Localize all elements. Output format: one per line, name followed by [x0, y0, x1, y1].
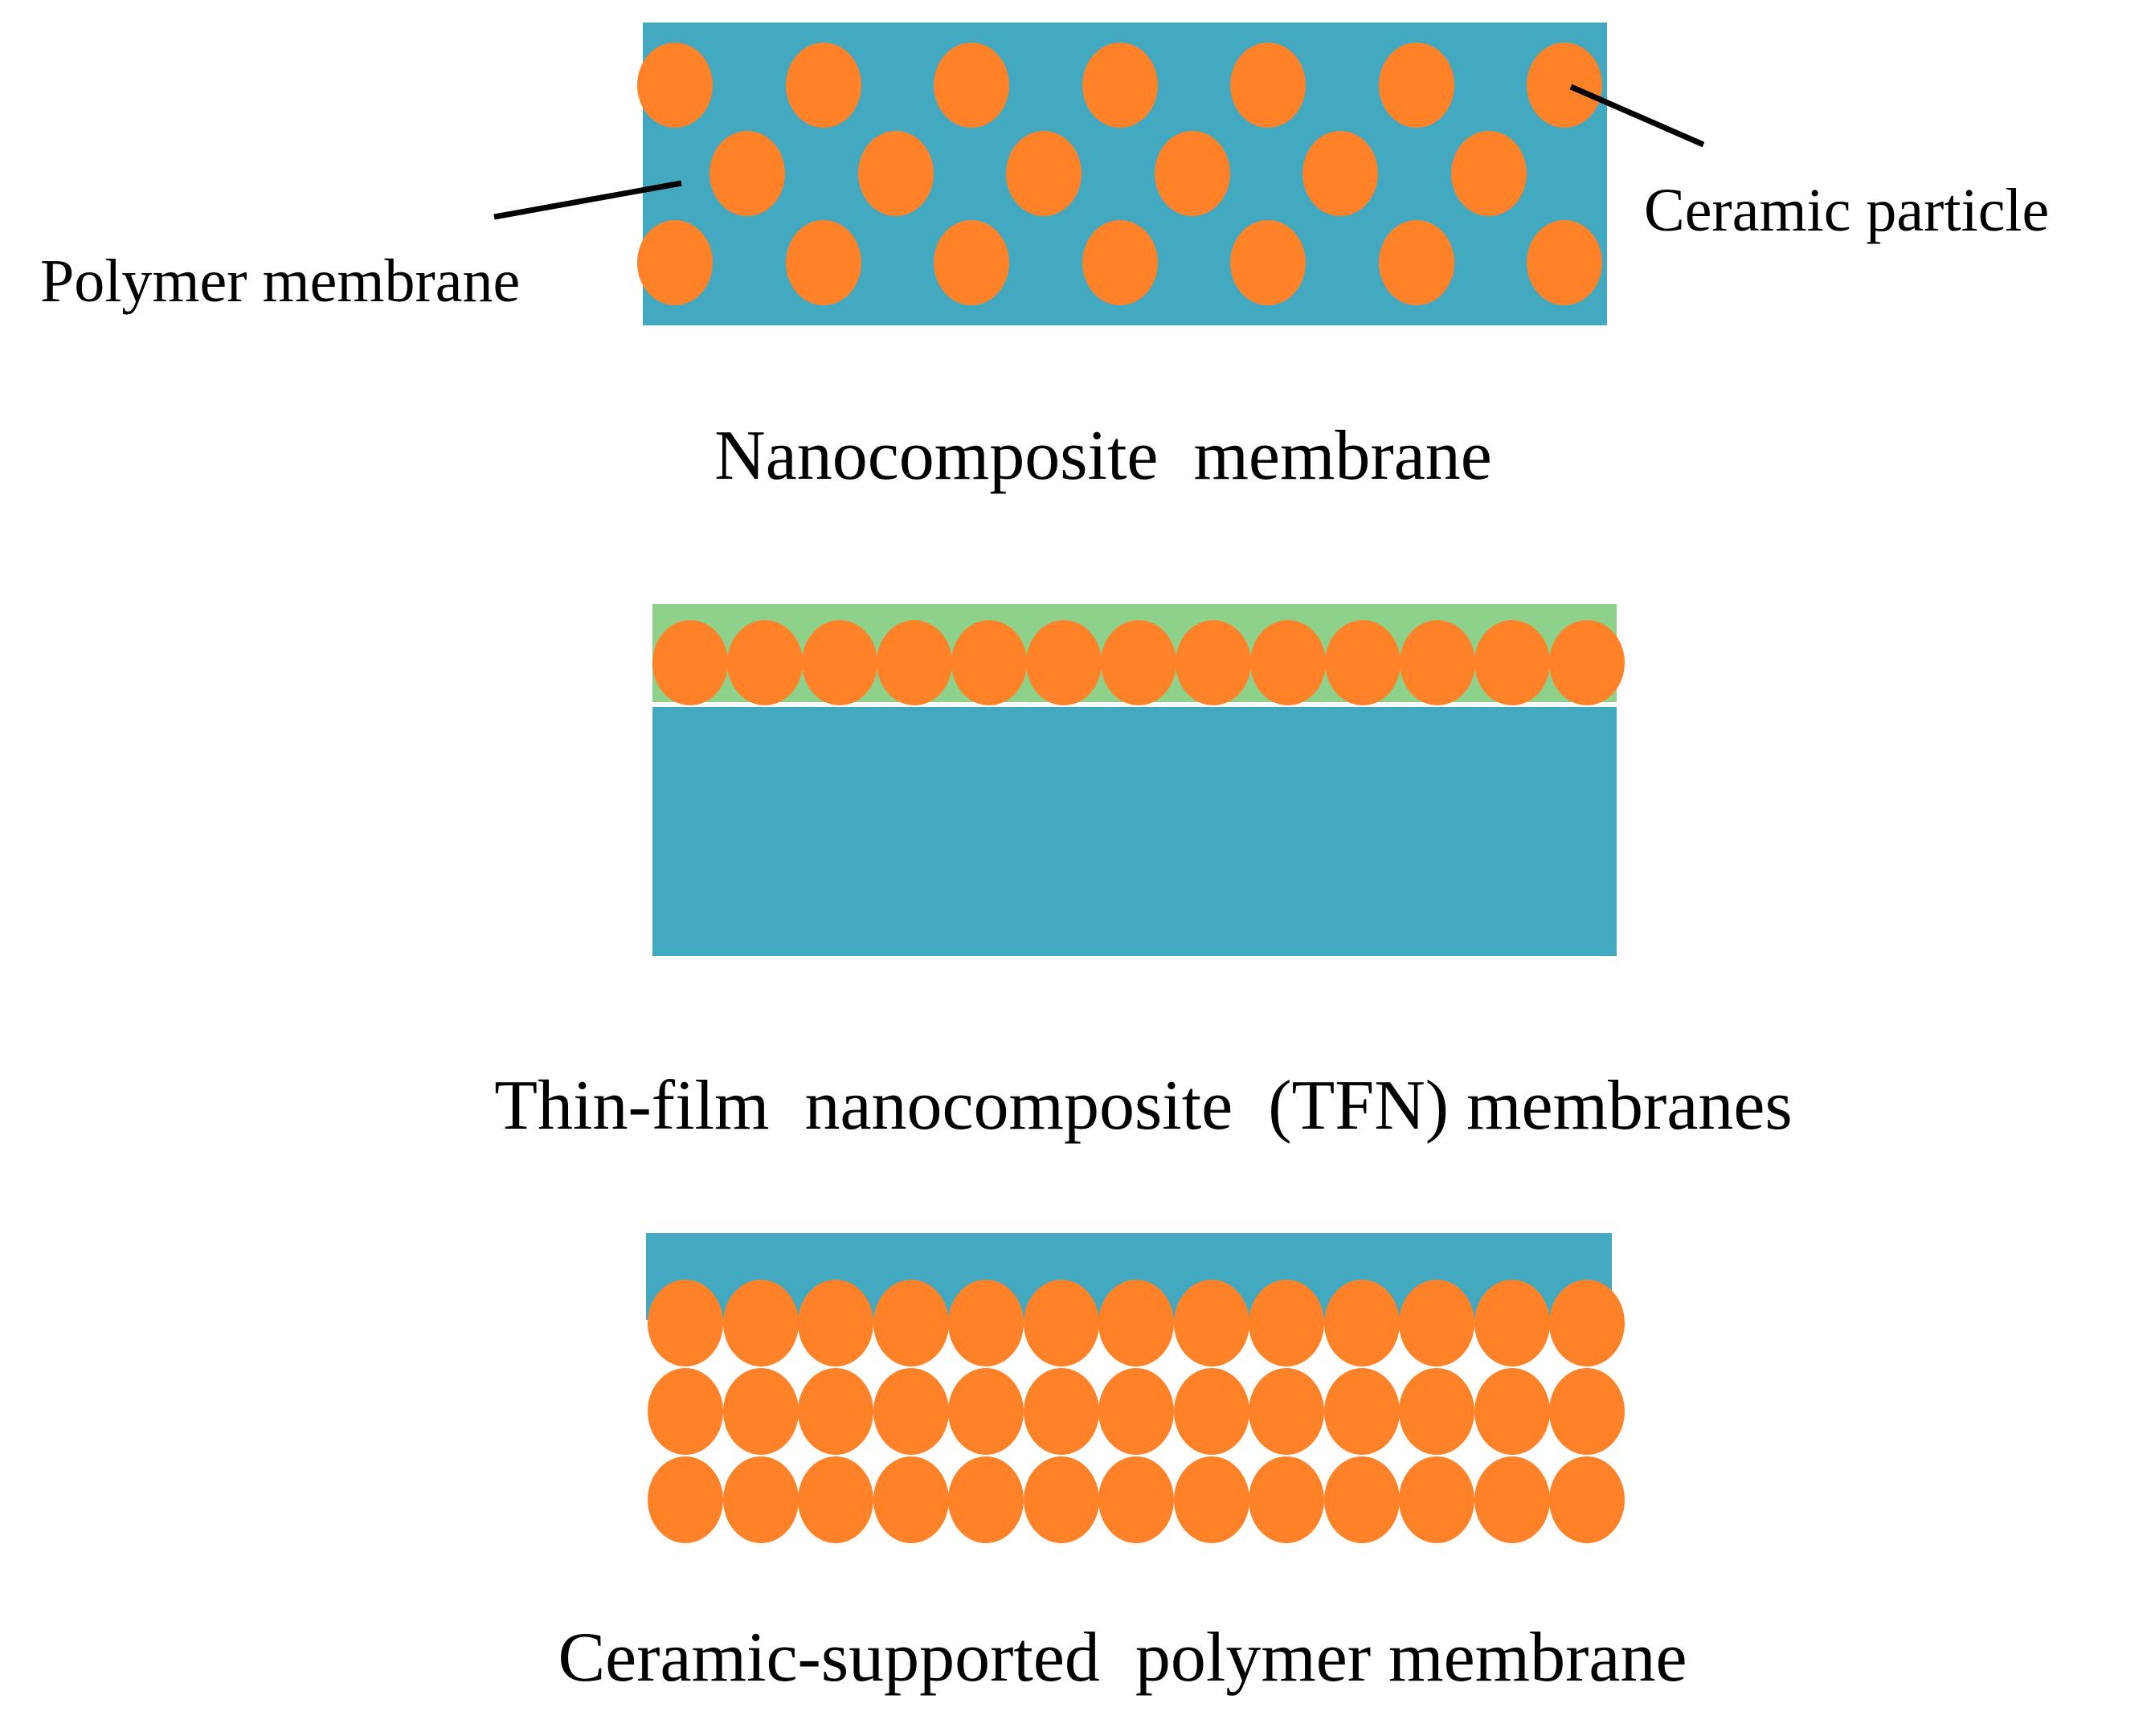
- tfn-caption: Thin-film nanocomposite (TFN) membranes: [494, 1067, 1792, 1145]
- ceramic-supported-panel: Ceramic-supported polymer membrane: [558, 1233, 1687, 1697]
- ceramic-particle: [786, 43, 861, 128]
- ceramic-particle: [648, 1280, 723, 1366]
- ceramic-particle: [873, 1456, 949, 1543]
- ceramic-particle: [1176, 620, 1251, 705]
- ceramic-particle: [877, 620, 952, 705]
- ceramic-particle: [1474, 1368, 1550, 1455]
- ceramic-particle: [1399, 1456, 1474, 1543]
- ceramic-particle: [648, 1456, 723, 1543]
- polymer-membrane-leader-line: [493, 180, 682, 220]
- ceramic-particle: [1249, 1456, 1324, 1543]
- ceramic-particle: [1101, 620, 1176, 705]
- tfn-support-layer: [652, 707, 1617, 956]
- ceramic-particle-label: Ceramic particle: [1644, 177, 2049, 244]
- ceramic-particle: [1302, 131, 1378, 216]
- ceramic-particle: [723, 1368, 799, 1455]
- ceramic-particle: [1250, 620, 1326, 705]
- ceramic-particle: [1325, 620, 1401, 705]
- ceramic-particle: [934, 220, 1009, 305]
- ceramic-particle: [1527, 43, 1602, 128]
- ceramic-particle: [1006, 131, 1082, 216]
- ceramic-particle: [1549, 1280, 1625, 1366]
- ceramic-particle: [1024, 1368, 1099, 1455]
- polymer-membrane-label: Polymer membrane: [40, 247, 520, 315]
- ceramic-particle: [1174, 1280, 1249, 1366]
- ceramic-particle: [637, 43, 713, 128]
- ceramic-particle: [1098, 1280, 1174, 1366]
- ceramic-particle: [1324, 1280, 1400, 1366]
- ceramic-particle: [948, 1456, 1024, 1543]
- ceramic-particle: [637, 220, 713, 305]
- nanocomposite-panel: Polymer membrane Ceramic particle Nanoco…: [40, 22, 2049, 495]
- ceramic-particle: [873, 1368, 949, 1455]
- nanocomposite-particles: [637, 43, 1602, 305]
- ceramic-particle: [1324, 1456, 1400, 1543]
- ceramic-particle: [1527, 220, 1602, 305]
- ceramic-particle: [1451, 131, 1527, 216]
- ceramic-particle: [1474, 1456, 1550, 1543]
- ceramic-particle: [948, 1368, 1024, 1455]
- ceramic-particle: [1249, 1368, 1324, 1455]
- ceramic-particle: [727, 620, 803, 705]
- ceramic-particle: [1098, 1456, 1174, 1543]
- ceramic-particle: [798, 1368, 873, 1455]
- ceramic-particle: [1379, 220, 1454, 305]
- ceramic-particle: [1230, 43, 1306, 128]
- ceramic-particle: [1399, 1368, 1474, 1455]
- ceramic-particle: [1249, 1280, 1324, 1366]
- ceramic-particle: [1098, 1368, 1174, 1455]
- ceramic-particle: [1399, 1280, 1474, 1366]
- ceramic-particle: [1474, 1280, 1550, 1366]
- ceramic-particle: [948, 1280, 1024, 1366]
- ceramic-particle: [934, 43, 1009, 128]
- ceramic-particle: [1082, 43, 1158, 128]
- ceramic-particle-leader-line: [1569, 84, 1705, 148]
- nanocomposite-caption: Nanocomposite membrane: [714, 417, 1492, 495]
- ceramic-particle: [723, 1456, 799, 1543]
- ceramic-particle: [1174, 1368, 1249, 1455]
- ceramic-particle: [798, 1280, 873, 1366]
- ceramic-particle: [1230, 220, 1306, 305]
- ceramic-particle: [1082, 220, 1158, 305]
- tfn-particles: [652, 620, 1625, 705]
- ceramic-particle: [648, 1368, 723, 1455]
- ceramic-particle: [709, 131, 785, 216]
- ceramic-particle: [1324, 1368, 1400, 1455]
- ceramic-particle: [1549, 1456, 1625, 1543]
- ceramic-particle: [873, 1280, 949, 1366]
- ceramic-particle: [652, 620, 728, 705]
- ceramic-particle: [1174, 1456, 1249, 1543]
- ceramic-particle: [1549, 1368, 1625, 1455]
- ceramic-particle: [798, 1456, 873, 1543]
- ceramic-particle: [1155, 131, 1230, 216]
- ceramic-supported-particles: [648, 1280, 1625, 1543]
- ceramic-particle: [1026, 620, 1102, 705]
- ceramic-particle: [1024, 1456, 1099, 1543]
- ceramic-supported-caption: Ceramic-supported polymer membrane: [558, 1619, 1687, 1697]
- ceramic-particle: [1379, 43, 1454, 128]
- ceramic-particle: [858, 131, 934, 216]
- ceramic-particle: [723, 1280, 799, 1366]
- ceramic-particle: [1549, 620, 1625, 705]
- ceramic-particle: [951, 620, 1027, 705]
- ceramic-particle: [802, 620, 877, 705]
- ceramic-particle: [1400, 620, 1475, 705]
- tfn-panel: Thin-film nanocomposite (TFN) membranes: [494, 604, 1793, 1145]
- ceramic-particle: [786, 220, 861, 305]
- ceramic-particle: [1474, 620, 1550, 705]
- ceramic-particle: [1024, 1280, 1099, 1366]
